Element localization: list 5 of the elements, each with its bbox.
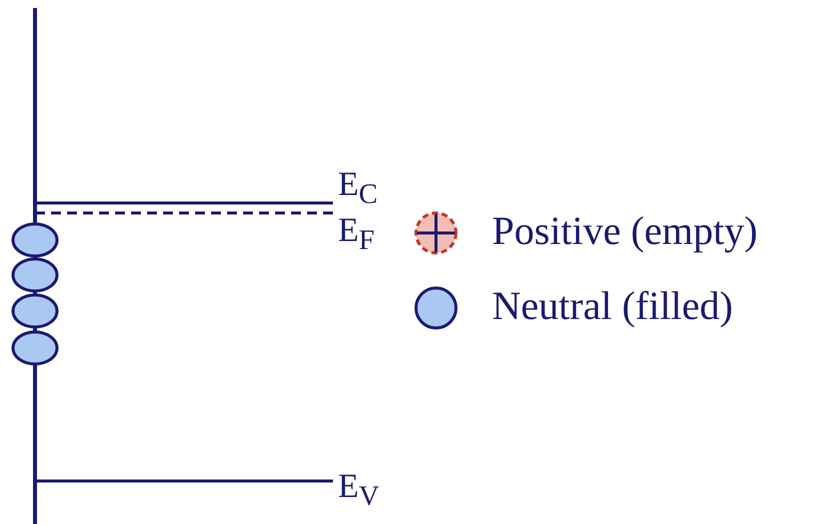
energy-level-label: E$_{V}$ (338, 470, 380, 512)
energy-level-label: E$_{F}$ (338, 214, 375, 256)
legend-label: Neutral (filled) (492, 286, 733, 326)
energy-level-label: E$_{C}$ (338, 168, 378, 210)
legend-label: Positive (empty) (492, 211, 758, 251)
